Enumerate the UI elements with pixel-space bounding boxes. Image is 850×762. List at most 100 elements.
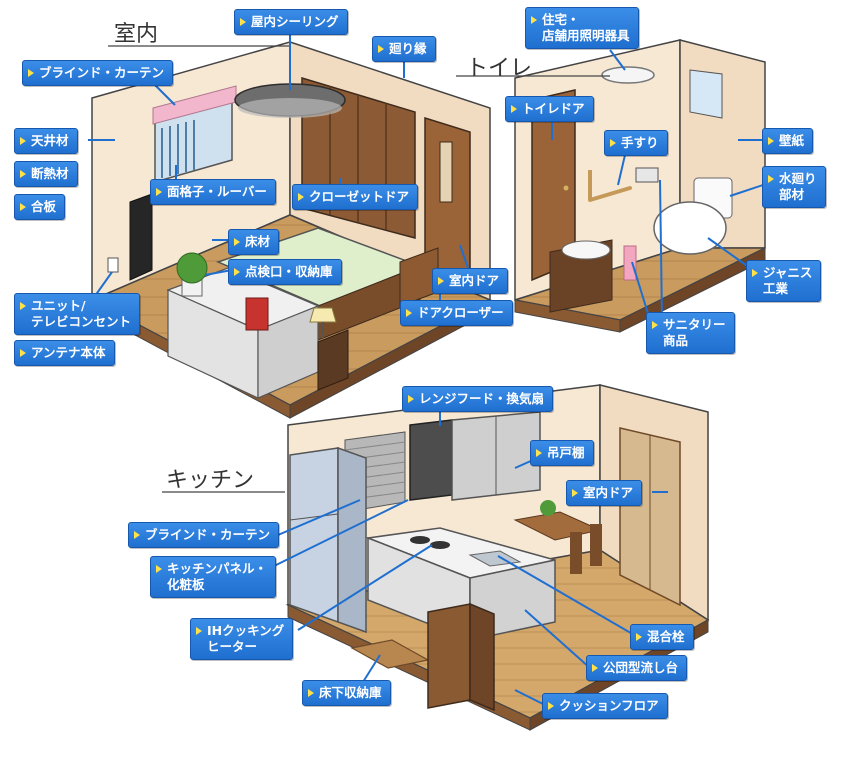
marker-icon <box>531 16 537 24</box>
kitchen-ih-left <box>410 536 430 544</box>
label-door-closer[interactable]: ドアクローザー <box>400 300 513 326</box>
leader-kitchen-panel <box>269 499 409 569</box>
marker-icon <box>20 349 26 357</box>
label-underfloor-storage[interactable]: 床下収納庫 <box>302 680 391 706</box>
kitchen-fridge-side <box>337 446 367 634</box>
marker-icon <box>378 45 384 53</box>
label-mixer-faucet[interactable]: 混合栓 <box>630 624 694 650</box>
label-access-panel[interactable]: 点検口・収納庫 <box>228 259 342 285</box>
living-books <box>245 297 269 331</box>
toilet-ceiling-light <box>601 66 655 84</box>
marker-icon <box>134 531 140 539</box>
label-lattice-louver[interactable]: 面格子・ルーバー <box>150 179 276 205</box>
label-sanitary[interactable]: サニタリー 商品 <box>646 312 735 354</box>
living-door-glass <box>439 141 453 203</box>
leader-lines <box>88 30 767 706</box>
marker-icon <box>592 664 598 672</box>
marker-icon <box>652 321 658 329</box>
toilet-sink <box>561 240 611 260</box>
label-toilet-door[interactable]: トイレドア <box>505 96 594 122</box>
label-cushion-floor[interactable]: クッションフロア <box>542 693 668 719</box>
section-title-toilet: トイレ <box>466 56 533 81</box>
marker-icon <box>20 302 26 310</box>
marker-icon <box>20 170 26 178</box>
living-ceiling-light-shade <box>238 98 342 118</box>
marker-icon <box>536 449 542 457</box>
kitchen-wood-cabinet-side <box>469 602 495 712</box>
kitchen-range-hood <box>409 419 453 501</box>
leader-mixer <box>497 555 637 637</box>
marker-icon <box>20 137 26 145</box>
leader-access <box>204 269 233 276</box>
label-wallpaper[interactable]: 壁紙 <box>762 128 814 154</box>
label-wall-cabinet[interactable]: 吊戸棚 <box>530 440 594 466</box>
marker-icon <box>298 193 304 201</box>
living-room <box>90 40 492 419</box>
label-range-hood[interactable]: レンジフード・換気扇 <box>402 386 554 412</box>
marker-icon <box>636 633 642 641</box>
label-blind-curtain-kitchen[interactable]: ブラインド・カーテン <box>128 522 280 548</box>
label-ih-heater[interactable]: IHクッキング ヒーター <box>190 618 294 660</box>
marker-icon <box>234 238 240 246</box>
marker-icon <box>406 309 412 317</box>
marker-icon <box>156 188 162 196</box>
kitchen-chair-2 <box>590 524 602 566</box>
marker-icon <box>610 139 616 147</box>
label-unit-tv-outlet[interactable]: ユニット/ テレビコンセント <box>14 293 141 335</box>
marker-icon <box>768 137 774 145</box>
section-title-kitchen: キッチン <box>166 468 255 493</box>
kitchen-fridge-front <box>289 447 339 624</box>
marker-icon <box>196 627 202 635</box>
label-handrail[interactable]: 手すり <box>604 130 668 156</box>
leader-cushion <box>514 689 546 706</box>
label-flooring[interactable]: 床材 <box>228 229 280 255</box>
kitchen-plant <box>540 500 556 516</box>
leader-sanitary <box>631 261 651 321</box>
marker-icon <box>240 18 246 26</box>
marker-icon <box>752 269 758 277</box>
toilet-paper-holder <box>635 167 659 183</box>
leader-housing-light <box>609 49 626 71</box>
label-trim[interactable]: 廻り縁 <box>372 36 436 62</box>
leader-water-parts <box>729 183 767 197</box>
label-interior-door-kitchen[interactable]: 室内ドア <box>566 480 643 506</box>
leader-handrail <box>617 154 626 186</box>
kitchen-blind-lines <box>344 441 406 501</box>
toilet-door-knob <box>563 185 569 191</box>
marker-icon <box>28 69 34 77</box>
kitchen-room <box>285 384 710 731</box>
leader-ih <box>297 544 433 631</box>
label-housing-lighting[interactable]: 住宅・ 店舗用照明器具 <box>525 7 639 49</box>
label-kitchen-panel[interactable]: キッチンパネル・ 化粧板 <box>150 556 277 598</box>
label-plywood[interactable]: 合板 <box>14 194 66 220</box>
section-title-living: 室内 <box>114 22 159 47</box>
leader-janis <box>707 237 751 269</box>
toilet-bowl <box>653 201 727 255</box>
label-closet-door[interactable]: クローゼットドア <box>292 184 419 210</box>
label-public-sink[interactable]: 公団型流し台 <box>586 655 688 681</box>
label-water-parts[interactable]: 水廻り 部材 <box>762 166 826 208</box>
marker-icon <box>20 203 26 211</box>
marker-icon <box>572 489 578 497</box>
label-blind-curtain[interactable]: ブラインド・カーテン <box>22 60 174 86</box>
label-insulation[interactable]: 断熱材 <box>14 161 78 187</box>
leader-sink <box>524 609 591 669</box>
label-interior-door-living[interactable]: 室内ドア <box>432 268 509 294</box>
living-tv <box>129 193 153 281</box>
label-antenna[interactable]: アンテナ本体 <box>14 340 115 366</box>
label-janis[interactable]: ジャニス 工業 <box>746 260 822 302</box>
leader-sanitary-2 <box>659 179 663 321</box>
living-louver <box>161 120 195 178</box>
leader-blind-2 <box>277 499 361 536</box>
label-ceiling-light[interactable]: 屋内シーリング <box>234 9 348 35</box>
leader-outlet <box>94 271 113 297</box>
toilet-window <box>689 69 723 119</box>
living-nightstand <box>317 329 349 391</box>
label-ceiling-material[interactable]: 天井材 <box>14 128 78 154</box>
marker-icon <box>511 105 517 113</box>
kitchen-chair-1 <box>570 532 582 574</box>
marker-icon <box>408 395 414 403</box>
leader-door-1 <box>459 244 469 269</box>
marker-icon <box>768 175 774 183</box>
